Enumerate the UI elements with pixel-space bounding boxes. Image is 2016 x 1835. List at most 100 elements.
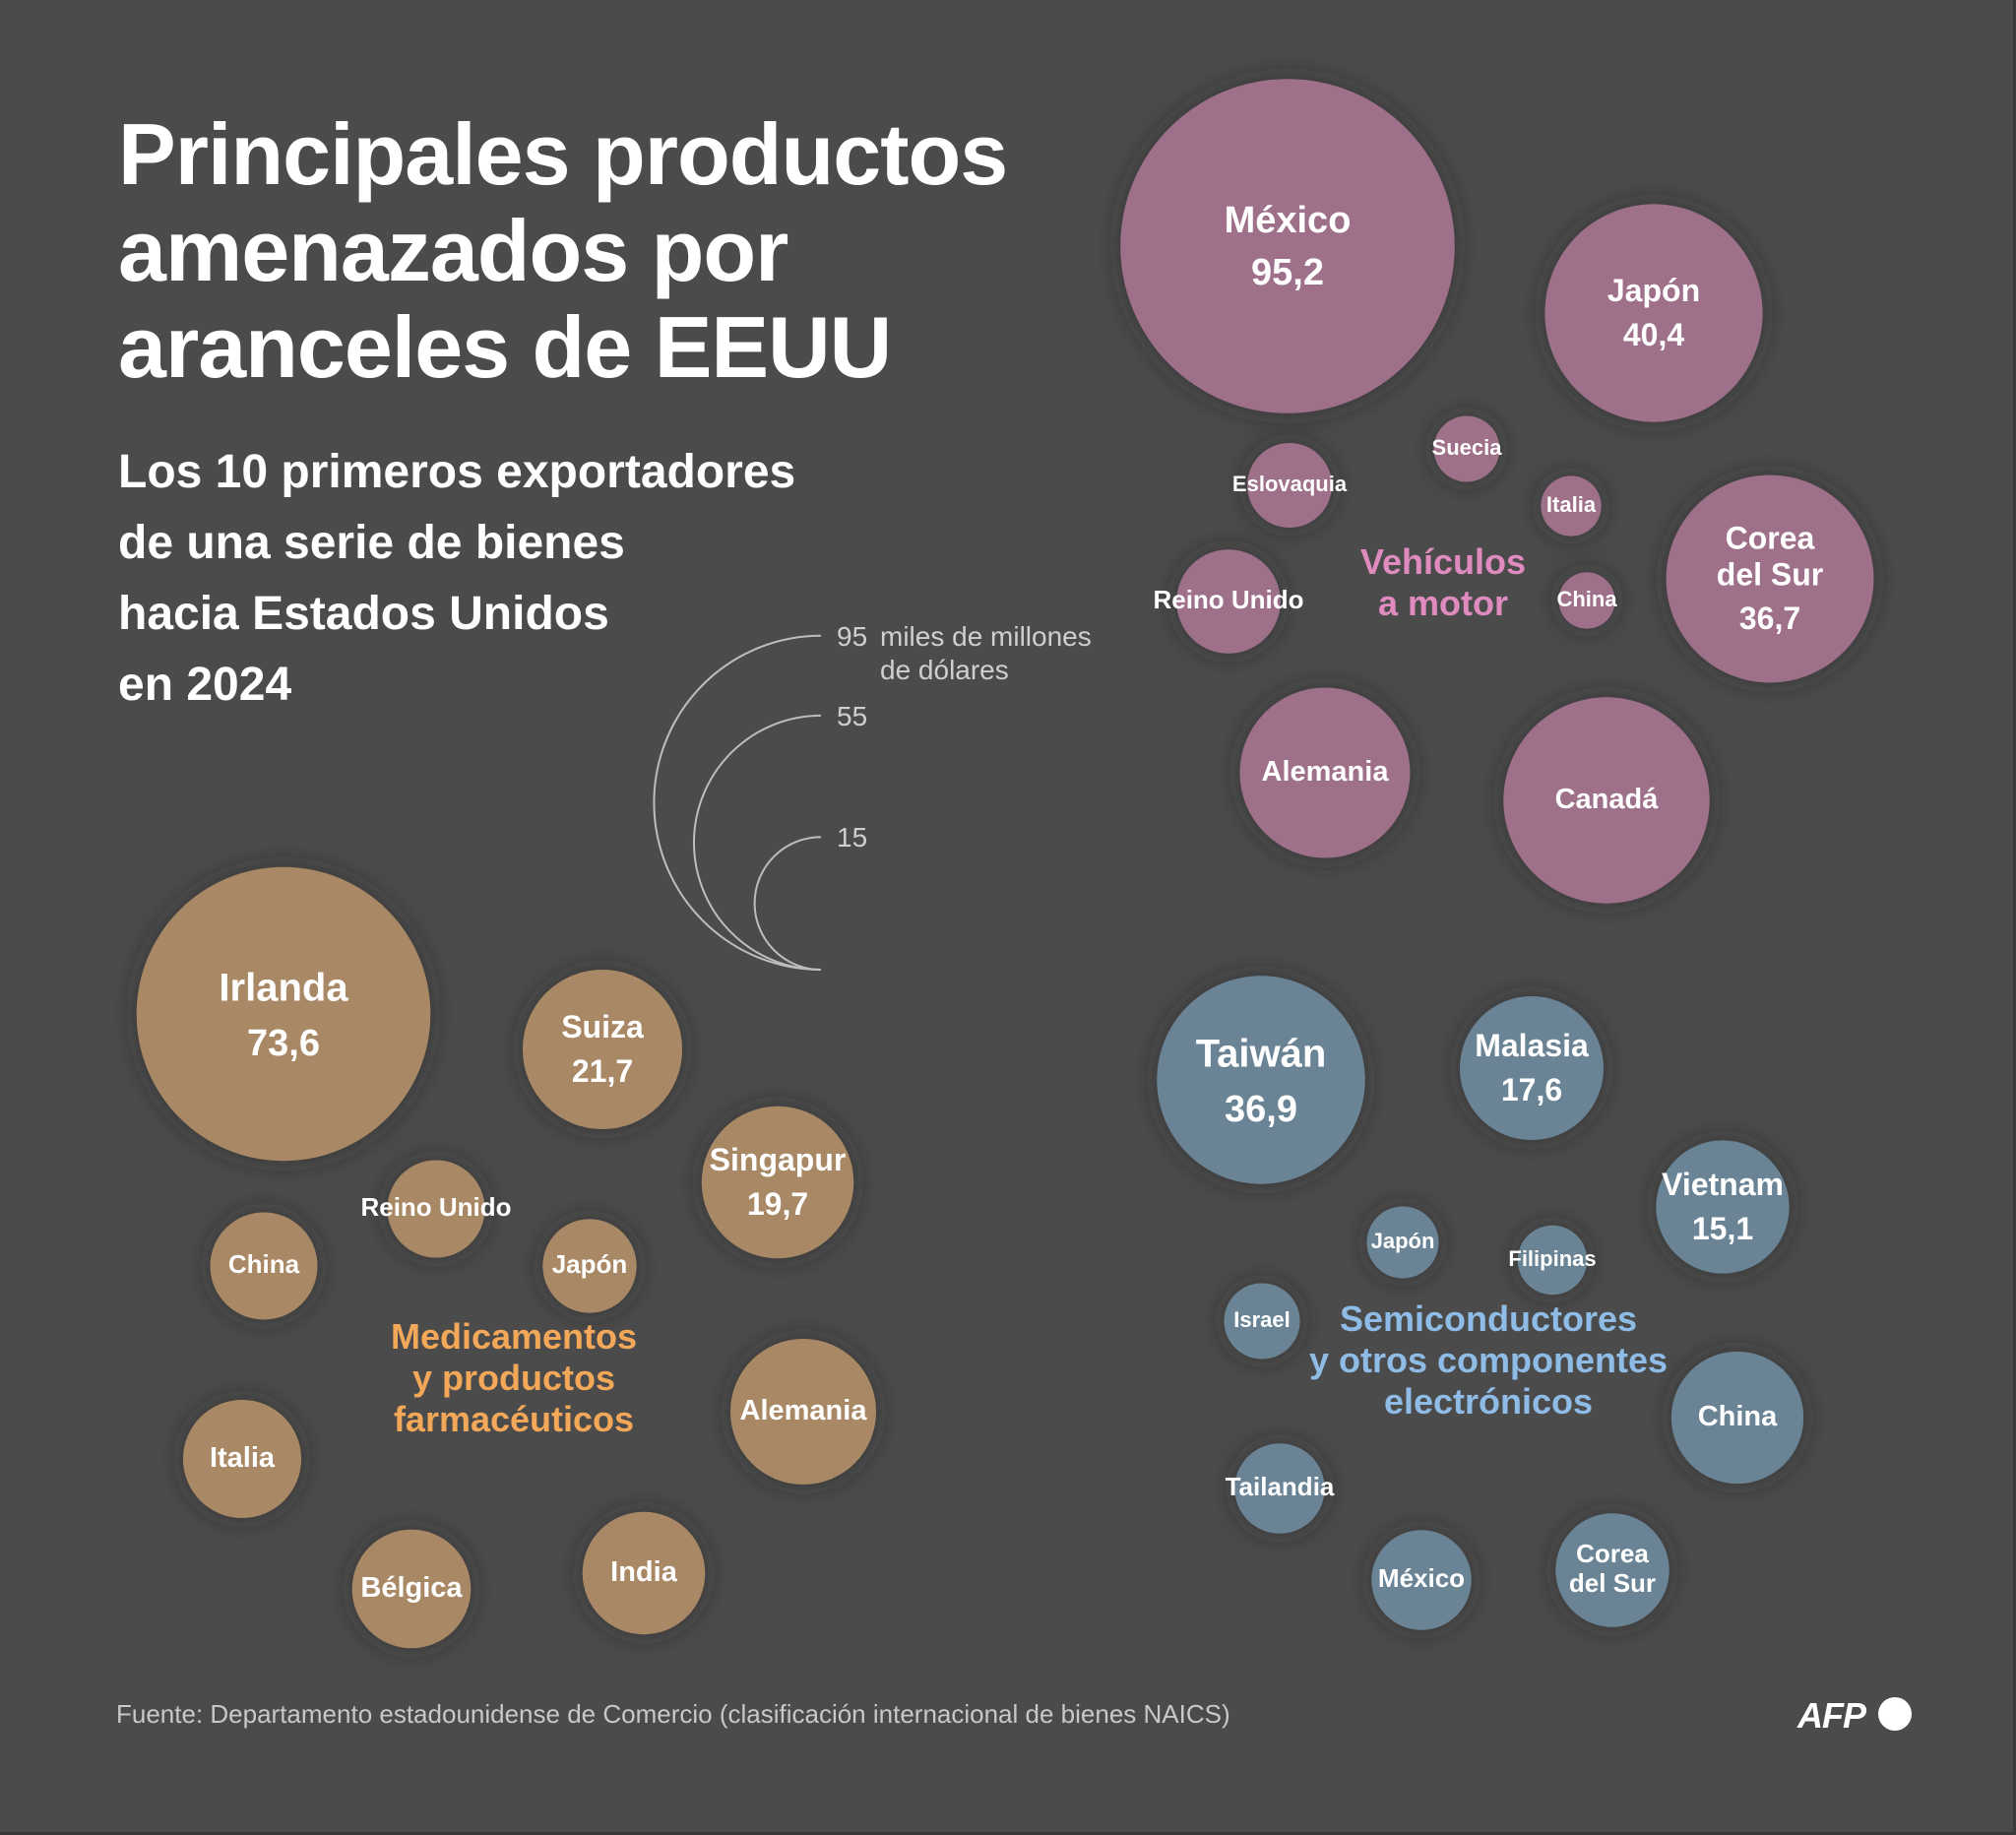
bubble-label: Corea bbox=[1576, 1539, 1649, 1568]
legend-value: 15 bbox=[837, 822, 867, 853]
bubble-circle bbox=[1460, 996, 1604, 1140]
bubble-label: Irlanda bbox=[219, 966, 348, 1009]
bubble-italia: Italia bbox=[182, 1399, 302, 1519]
bubble-circle bbox=[1558, 572, 1615, 629]
bubble-value: 19,7 bbox=[747, 1186, 808, 1222]
bubble-italia: Italia bbox=[1541, 475, 1602, 537]
category-label: Vehículos bbox=[1360, 541, 1526, 582]
bubble-circle bbox=[1239, 687, 1411, 858]
bubble-value: 95,2 bbox=[1251, 252, 1324, 293]
bubble-label: Filipinas bbox=[1508, 1246, 1596, 1271]
bubble-label: México bbox=[1378, 1563, 1465, 1593]
bubble-circle bbox=[1366, 1206, 1439, 1279]
bubble-circle bbox=[351, 1529, 472, 1649]
category-label: farmacéuticos bbox=[394, 1399, 634, 1439]
bubble-label: del Sur bbox=[1569, 1568, 1656, 1598]
bubble-china: China bbox=[1670, 1351, 1804, 1485]
title-line: aranceles de EEUU bbox=[118, 298, 892, 396]
bubble-circle bbox=[542, 1219, 637, 1313]
bubble-m-xico: México 95,2 bbox=[1120, 79, 1455, 413]
category-label: y otros componentes bbox=[1309, 1340, 1668, 1380]
bubble-filipinas: Filipinas bbox=[1508, 1225, 1597, 1296]
bubble-label: Alemania bbox=[1262, 756, 1390, 788]
bubble-jap-n: Japón bbox=[542, 1219, 637, 1313]
legend-arc bbox=[693, 714, 822, 971]
bubble-circle bbox=[1157, 976, 1365, 1184]
bubble-label: Reino Unido bbox=[360, 1192, 511, 1222]
bubble-circle bbox=[1371, 1530, 1472, 1630]
subtitle-line: hacia Estados Unidos bbox=[118, 588, 609, 640]
category-label: a motor bbox=[1378, 583, 1508, 623]
page-title: Principales productos amenazados por ara… bbox=[118, 106, 1102, 396]
legend-arc bbox=[653, 634, 822, 971]
bubble-eslovaquia: Eslovaquia bbox=[1232, 443, 1348, 528]
bubble-circle bbox=[182, 1399, 302, 1519]
bubble-label: Israel bbox=[1233, 1307, 1291, 1332]
bubble-label: Canadá bbox=[1555, 784, 1660, 815]
bubble-india: India bbox=[582, 1511, 706, 1635]
bubble-reino-unido: Reino Unido bbox=[1153, 549, 1304, 654]
bubble-china: China bbox=[210, 1212, 318, 1320]
bubble-irlanda: Irlanda 73,6 bbox=[136, 866, 431, 1162]
afp-logo-dot-icon bbox=[1878, 1697, 1912, 1731]
bubble-value: 15,1 bbox=[1692, 1211, 1753, 1246]
title-line: Principales productos bbox=[118, 105, 1008, 203]
legend-arc bbox=[753, 836, 822, 971]
bubble-circle bbox=[1120, 79, 1455, 413]
bubble-label: China bbox=[1698, 1401, 1778, 1432]
bubble-label: Italia bbox=[210, 1442, 276, 1474]
bubble-israel: Israel bbox=[1224, 1283, 1300, 1360]
bubble-circle bbox=[1234, 1443, 1325, 1534]
bubble-china: China bbox=[1556, 572, 1617, 629]
legend-unit: de dólares bbox=[880, 655, 1009, 685]
bubble-circle bbox=[1503, 697, 1710, 904]
bubble-label: China bbox=[228, 1249, 300, 1279]
bubble-tailandia: Tailandia bbox=[1226, 1443, 1335, 1534]
legend-unit: miles de millones bbox=[880, 621, 1092, 652]
bubble-b-lgica: Bélgica bbox=[351, 1529, 472, 1649]
title-line: amenazados por bbox=[118, 202, 788, 299]
bubble-malasia: Malasia 17,6 bbox=[1460, 996, 1604, 1140]
bubble-label: Reino Unido bbox=[1153, 585, 1303, 614]
bubble-label: Singapur bbox=[710, 1142, 847, 1177]
source-note: Fuente: Departamento estadounidense de C… bbox=[116, 1699, 1230, 1729]
bubble-circle bbox=[1666, 475, 1874, 683]
bubble-value: 17,6 bbox=[1501, 1072, 1562, 1107]
bubble-label: India bbox=[610, 1556, 678, 1588]
bubble-label: Italia bbox=[1546, 492, 1597, 517]
bubble-label: Malasia bbox=[1475, 1028, 1589, 1063]
legend-value: 95 bbox=[837, 621, 867, 652]
category-label: electrónicos bbox=[1384, 1381, 1593, 1422]
bubble-circle bbox=[1517, 1225, 1588, 1296]
bubble-circle bbox=[1176, 549, 1281, 654]
category-label: Medicamentos bbox=[391, 1316, 637, 1357]
subtitle-line: en 2024 bbox=[118, 659, 292, 711]
bubble-label: Suecia bbox=[1432, 435, 1503, 460]
bubble-canad-: Canadá bbox=[1503, 697, 1710, 904]
bubble-circle bbox=[582, 1511, 706, 1635]
bubble-label: Japón bbox=[1607, 273, 1700, 308]
bubble-alemania: Alemania bbox=[729, 1338, 877, 1486]
bubble-label: Japón bbox=[552, 1249, 628, 1279]
bubble-circle bbox=[387, 1160, 485, 1258]
bubble-label: Japón bbox=[1371, 1229, 1435, 1253]
bubble-vietnam: Vietnam 15,1 bbox=[1656, 1140, 1790, 1274]
category-label: y productos bbox=[412, 1358, 615, 1398]
bubble-value: 40,4 bbox=[1623, 317, 1684, 352]
bubble-label: Vietnam bbox=[1662, 1167, 1784, 1202]
bubble-label: México bbox=[1225, 200, 1352, 241]
bubble-singapur: Singapur 19,7 bbox=[701, 1106, 854, 1259]
subtitle-line: de una serie de bienes bbox=[118, 517, 625, 569]
bubble-label: Eslovaquia bbox=[1232, 472, 1348, 496]
bubble-jap-n: Japón bbox=[1366, 1206, 1439, 1279]
afp-logo: AFP bbox=[1797, 1695, 1866, 1736]
bubble-circle bbox=[210, 1212, 318, 1320]
bubble-label: Corea bbox=[1726, 521, 1815, 556]
bubble-value: 73,6 bbox=[247, 1023, 320, 1064]
